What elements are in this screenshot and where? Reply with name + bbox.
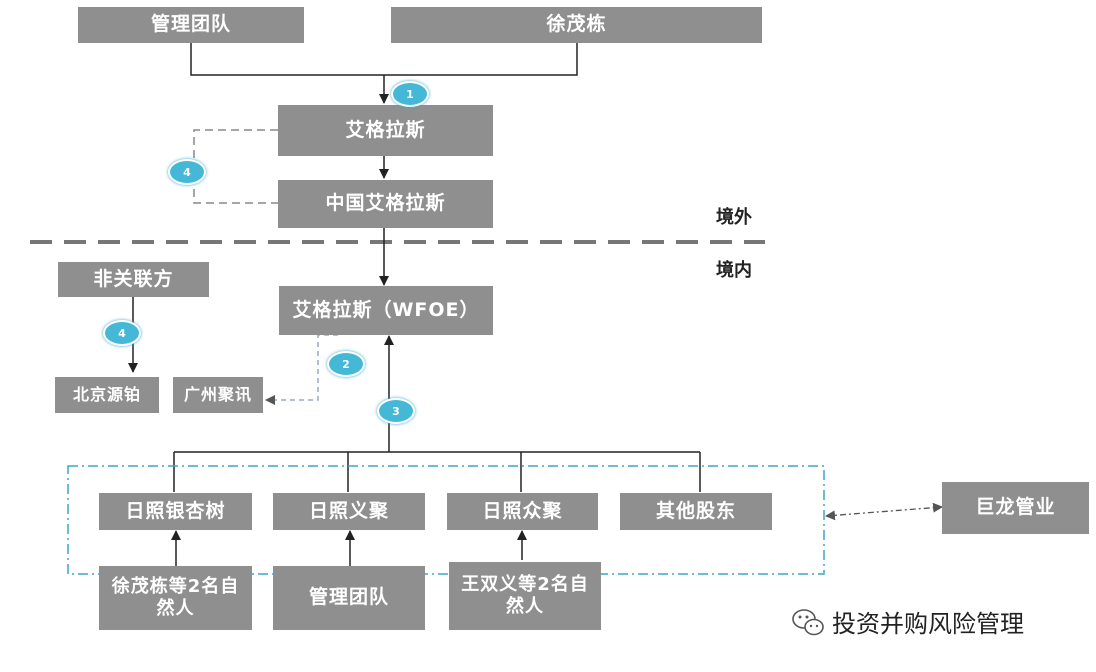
watermark: 投资并购风险管理	[790, 604, 1024, 639]
node-rizhao-yiqun: 日照义聚	[273, 493, 425, 530]
label-offshore: 境外	[716, 207, 752, 228]
node-mgmt-top: 管理团队	[78, 7, 304, 43]
dotted-link-julong	[825, 502, 943, 521]
line-mgmt-to-aiges	[190, 43, 578, 76]
wechat-icon-slot	[790, 607, 824, 637]
node-mgmt-bottom: 管理团队	[273, 566, 425, 630]
node-xu-top: 徐茂栋	[391, 7, 762, 43]
node-beijing: 北京源铂	[55, 377, 159, 413]
badge-2: 2	[327, 351, 365, 377]
node-wfoe: 艾格拉斯（WFOE）	[279, 286, 493, 335]
node-other-holders: 其他股东	[620, 493, 772, 530]
label-onshore: 境内	[716, 260, 752, 281]
wechat-icon	[792, 609, 824, 636]
badge-3: 3	[377, 398, 415, 424]
badge-1: 1	[391, 81, 429, 107]
node-rizhao-zhongju: 日照众聚	[447, 493, 598, 530]
dashed-wfoe-to-guangzhou	[265, 334, 338, 405]
node-china-aiges: 中国艾格拉斯	[278, 180, 493, 228]
node-wang-people: 王双义等2名自然人	[449, 562, 601, 630]
badge-4-offshore: 4	[168, 159, 206, 185]
node-rizhao-yinxing: 日照银杏树	[99, 493, 252, 530]
dashed-bracket-4	[193, 129, 278, 204]
badge-4-onshore: 4	[103, 320, 141, 346]
node-julong: 巨龙管业	[942, 482, 1089, 534]
holders-frame	[67, 465, 825, 575]
node-aiges: 艾格拉斯	[278, 105, 493, 156]
watermark-text: 投资并购风险管理	[832, 610, 1024, 638]
node-nonrelated: 非关联方	[58, 262, 209, 297]
node-guangzhou: 广州聚讯	[173, 377, 263, 413]
node-xu-people: 徐茂栋等2名自然人	[99, 566, 252, 630]
